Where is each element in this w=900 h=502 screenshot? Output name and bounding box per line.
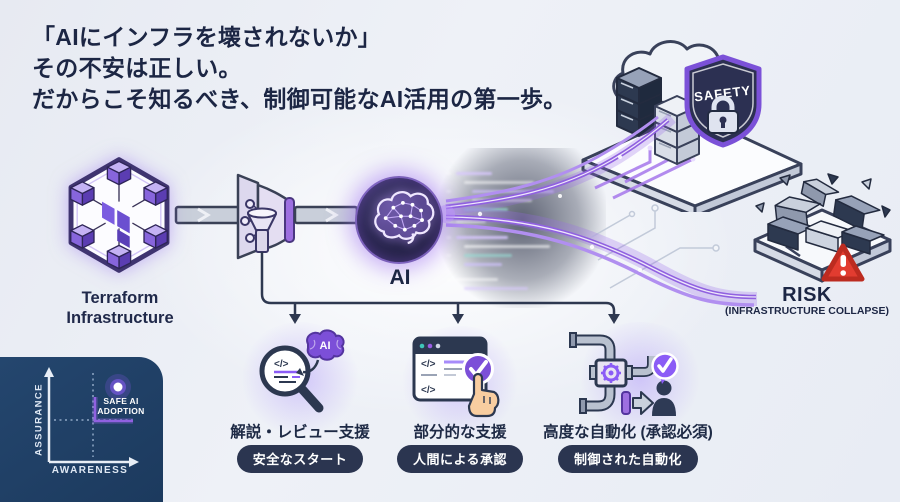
- headline: 「AIにインフラを壊されないか」 その不安は正しい。 だからこそ知るべき、制御可…: [32, 22, 567, 115]
- stage-title: 高度な自動化 (承認必須): [543, 424, 713, 441]
- pointing-hand-icon: [467, 372, 500, 418]
- valve-funnel-device: [236, 173, 295, 260]
- stage-badge: 人間による承認: [396, 445, 524, 473]
- flow-arrow-icon: [632, 391, 654, 415]
- code-glyph: </>: [421, 359, 436, 370]
- source-label-line-1: Terraform: [81, 289, 159, 307]
- warning-triangle-icon: [821, 243, 865, 282]
- stage-badge: 制御された自動化: [557, 445, 698, 473]
- pipe-right: [293, 205, 359, 225]
- risk-subtitle: (INFRASTRUCTURE COLLAPSE): [725, 305, 889, 317]
- safety-shield-label: SAFETY: [693, 83, 752, 105]
- ai-brain-badge-label: AI: [320, 340, 331, 352]
- ai-node: [355, 176, 443, 264]
- stage-advanced-automation: 高度な自動化 (承認必須) 制御された自動化: [520, 322, 736, 483]
- source-label: Terraform Infrastructure: [25, 288, 215, 328]
- infrastructure-cubes: [70, 160, 168, 270]
- pipeline-gear-human-icon: [569, 332, 679, 416]
- ai-output-beams: [445, 113, 758, 307]
- safety-shield-icon: SAFETY: [684, 54, 762, 148]
- gear-icon: [601, 363, 621, 383]
- code-glyph: </>: [274, 359, 289, 370]
- magnifier-code-ai-icon: </> AI: [259, 329, 345, 413]
- person-icon: [652, 380, 676, 416]
- pipe-left: [174, 205, 242, 225]
- terraform-logo-icon: [102, 201, 130, 249]
- broken-blocks: [755, 173, 891, 255]
- ai-brain-icon: [374, 191, 435, 245]
- headline-line-3: だからこそ知るべき、制御可能なAI活用の第一歩。: [32, 86, 567, 112]
- stage-title: 解説・レビュー支援: [230, 424, 370, 441]
- terraform-hexagon-icon: [68, 157, 170, 273]
- headline-line-1: 「AIにインフラを壊されないか」: [32, 24, 382, 50]
- risk-title: RISK: [782, 284, 832, 306]
- approval-bubble-icon: [651, 352, 679, 384]
- ai-brain-badge-icon: AI: [306, 329, 345, 361]
- code-window-approval-icon: </> </>: [412, 336, 500, 418]
- code-glyph-2: </>: [421, 385, 436, 396]
- adoption-quadrant-panel: ASSURANCE AWARENESS SAFE AI ADOPTION: [0, 357, 163, 502]
- safe-adoption-label: SAFE AI ADOPTION: [97, 396, 145, 416]
- stage-distribution-line: [260, 252, 616, 315]
- stage-arrowheads: [289, 314, 620, 324]
- headline-line-2: その不安は正しい。: [32, 55, 242, 81]
- risk-collapse-illustration: [753, 173, 892, 283]
- source-label-line-2: Infrastructure: [66, 309, 174, 327]
- lock-icon: [707, 95, 739, 134]
- code-backdrop: [438, 148, 606, 308]
- ai-node-label: AI: [389, 266, 411, 289]
- stage-review-support: </> AI 解説・レビュー支援 安全なスタート: [210, 322, 390, 483]
- quadrant-chart: [44, 367, 139, 467]
- safe-adoption-point: [105, 374, 131, 400]
- stage-badge: 安全なスタート: [236, 445, 364, 473]
- y-axis-label: ASSURANCE: [33, 383, 45, 456]
- safety-platform-illustration: SAFETY: [581, 40, 803, 212]
- stage-title: 部分的な支援: [413, 424, 507, 441]
- x-axis-label: AWARENESS: [51, 465, 129, 476]
- stage-partial-support: </> </> 部分的な支援 人間による承認: [370, 326, 550, 483]
